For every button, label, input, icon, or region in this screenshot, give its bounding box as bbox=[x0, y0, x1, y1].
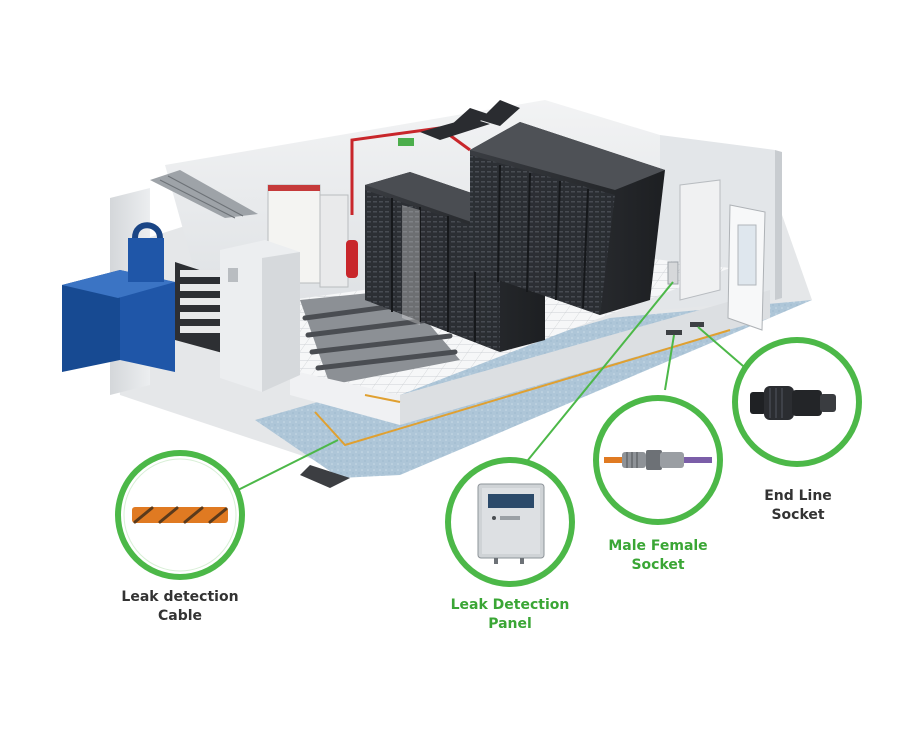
cable-tray bbox=[150, 170, 258, 218]
building-illustration bbox=[62, 100, 812, 488]
label-male-female-socket: Male Female Socket bbox=[588, 537, 728, 575]
battery-rack bbox=[175, 262, 230, 355]
callout-connectors bbox=[237, 281, 751, 491]
generator bbox=[62, 222, 175, 372]
fire-suppression-pipe bbox=[350, 126, 471, 215]
label-line: Panel bbox=[488, 616, 532, 632]
fire-extinguisher bbox=[346, 240, 358, 278]
label-line: Socket bbox=[631, 557, 685, 573]
server-rack-row-back bbox=[470, 122, 665, 315]
detection-panel-icon bbox=[477, 483, 545, 564]
floor-socket-male-female bbox=[666, 330, 682, 335]
callout-male-female-socket bbox=[593, 395, 723, 525]
label-leak-detection-panel: Leak Detection Panel bbox=[440, 596, 580, 634]
label-line: Socket bbox=[771, 507, 825, 523]
connector-end-line bbox=[697, 326, 751, 373]
ups-cabinet bbox=[220, 240, 300, 392]
label-end-line-socket: End Line Socket bbox=[728, 487, 868, 525]
connector-male-female bbox=[664, 334, 675, 391]
entry-door bbox=[679, 179, 766, 331]
overhead-ducts bbox=[420, 100, 520, 140]
callout-leak-detection-panel bbox=[445, 457, 575, 587]
label-line: Leak Detection bbox=[450, 597, 570, 613]
connector-cable bbox=[237, 439, 339, 491]
label-line: Male Female bbox=[608, 538, 708, 554]
end-line-socket-icon bbox=[750, 386, 836, 420]
floor-socket-end-line bbox=[690, 322, 704, 327]
label-line: Cable bbox=[157, 608, 203, 624]
cable-sample-icon bbox=[132, 506, 228, 524]
callout-leak-detection-cable bbox=[115, 450, 245, 580]
callout-end-line-socket bbox=[732, 337, 862, 467]
label-line: End Line bbox=[764, 488, 832, 504]
label-line: Leak detection bbox=[121, 589, 239, 605]
wall-mounted-panel bbox=[667, 261, 679, 285]
male-female-socket-icon bbox=[604, 450, 712, 470]
label-leak-detection-cable: Leak detection Cable bbox=[110, 588, 250, 626]
front-wall bbox=[290, 370, 400, 425]
connector-panel bbox=[527, 281, 674, 461]
